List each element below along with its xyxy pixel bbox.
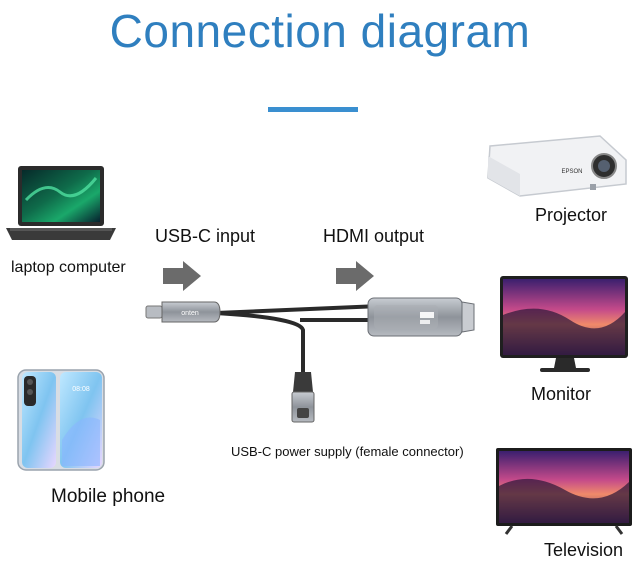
television-icon [496,448,632,535]
monitor-icon [500,276,628,372]
usbc-input-label: USB-C input [155,226,256,246]
power-supply-label: USB-C power supply (female connector) [231,444,464,459]
phone-label: Mobile phone [51,486,166,507]
monitor-label: Monitor [531,384,592,404]
arrow-right-icon [163,261,201,291]
laptop-icon [6,166,116,240]
projector-brand: EPSON [561,169,582,175]
projector-label: Projector [535,205,608,225]
arrow-right-icon [336,261,374,291]
phone-time: 08:08 [72,386,90,393]
phone-icon [17,369,105,471]
adapter-cable [145,297,475,423]
projector-icon [487,135,627,197]
title-underline [268,107,358,112]
cable-brand: onten [181,310,199,317]
hdmi-output-label: HDMI output [323,226,425,246]
television-label: Television [544,540,624,560]
diagram-title: Connection diagram [109,5,531,57]
laptop-label: laptop computer [11,259,126,276]
